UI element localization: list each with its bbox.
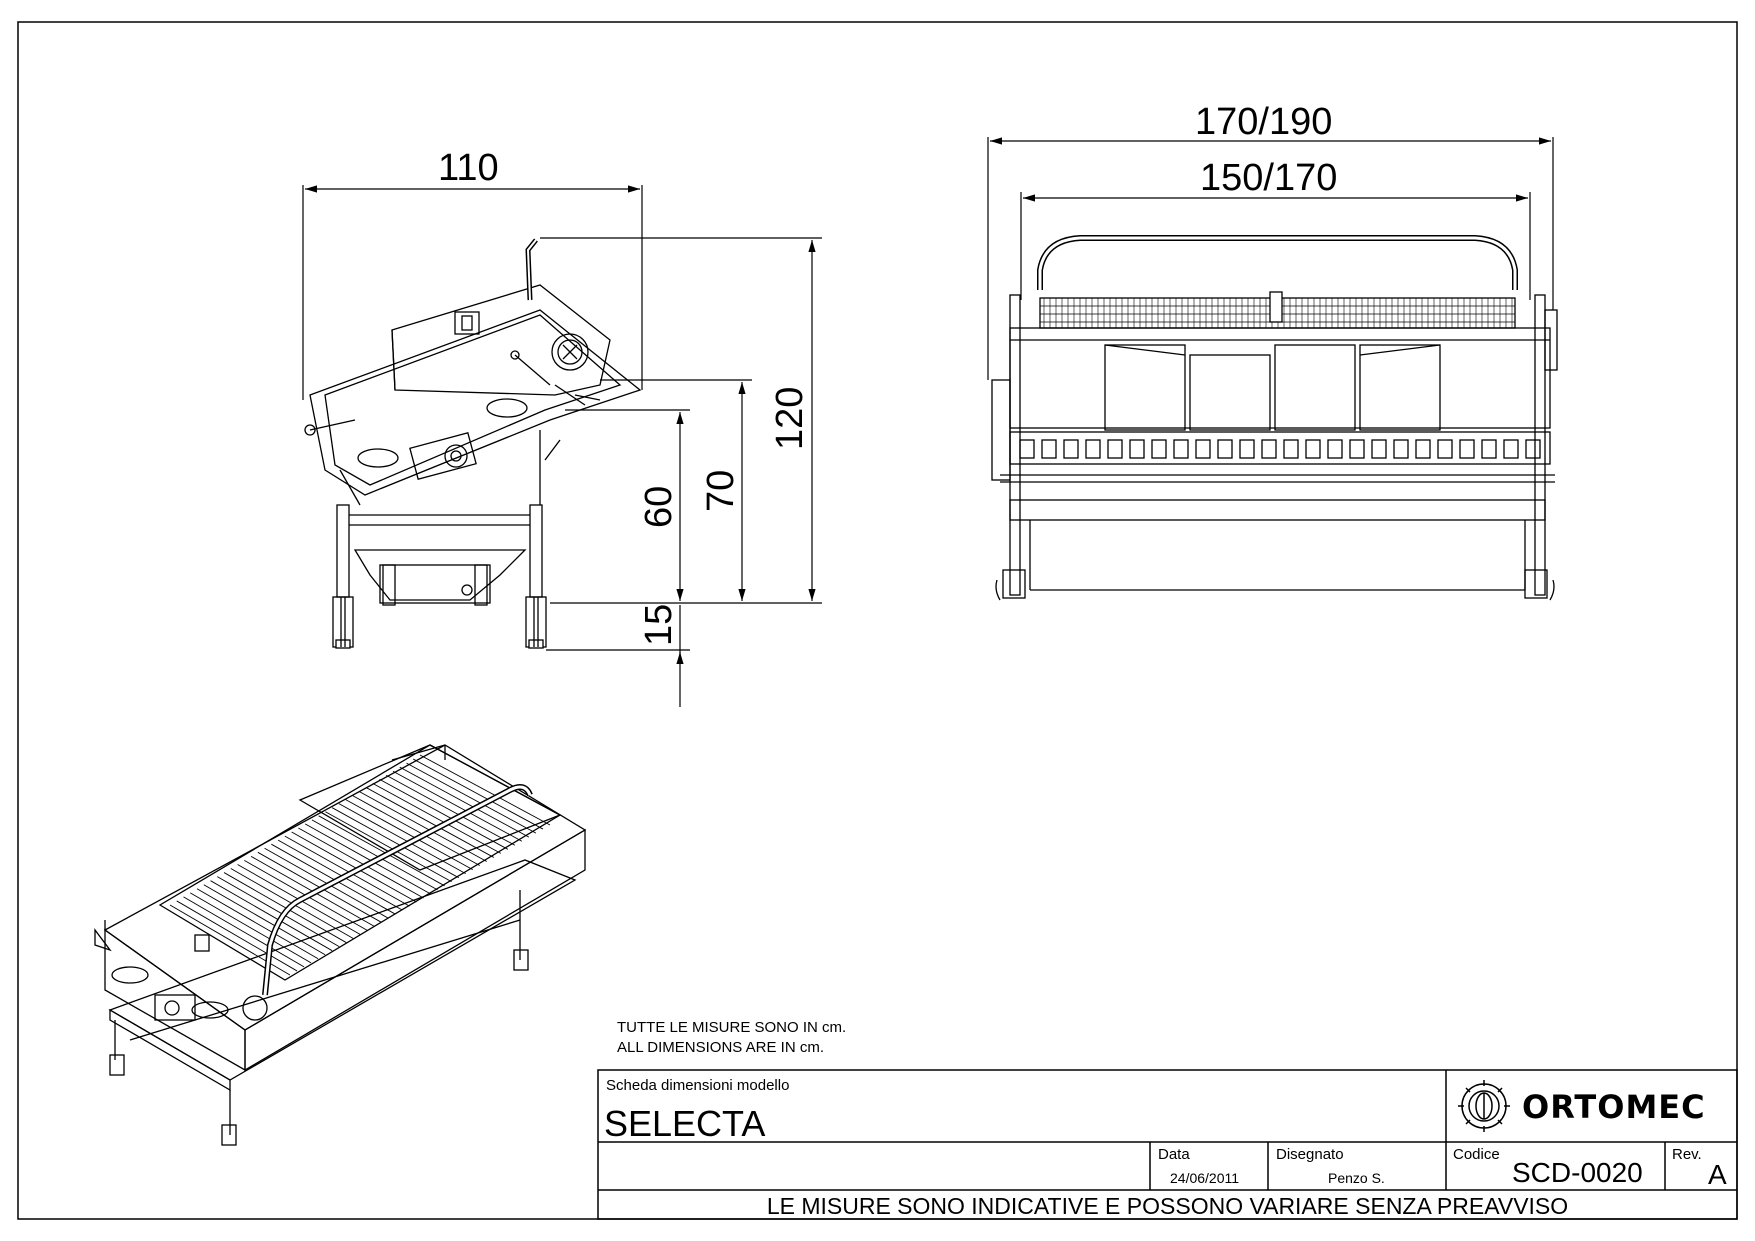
units-note: TUTTE LE MISURE SONO IN cm. ALL DIMENSIO… [617, 1018, 846, 1058]
disclaimer: LE MISURE SONO INDICATIVE E POSSONO VARI… [766, 1193, 1569, 1219]
drawn-label: Disegnato [1276, 1146, 1344, 1163]
drawn-value: Penzo S. [1328, 1170, 1385, 1186]
title-block-grid [597, 1069, 1738, 1220]
dim-120-label: 120 [769, 387, 811, 450]
dim-front-outer-label: 170/190 [1195, 101, 1332, 143]
date-value: 24/06/2011 [1170, 1170, 1240, 1186]
units-note-en: ALL DIMENSIONS ARE IN cm. [617, 1039, 824, 1056]
rev-value: A [1708, 1159, 1727, 1190]
dim-70-label: 70 [700, 470, 742, 512]
date-label: Data [1158, 1146, 1190, 1163]
brand-logo: ORTOMEC [1522, 1088, 1706, 1126]
units-note-it: TUTTE LE MISURE SONO IN cm. [617, 1019, 847, 1036]
sheet-label: Scheda dimensioni modello [606, 1077, 790, 1094]
front-dimensions [987, 137, 1554, 380]
sheet-border [17, 21, 1738, 1220]
side-view [304, 238, 642, 649]
front-view [991, 235, 1558, 601]
dim-front-inner-label: 150/170 [1200, 157, 1337, 199]
ortomec-logo-icon [1458, 1080, 1510, 1132]
rev-label: Rev. [1672, 1146, 1702, 1163]
dim-110-label: 110 [438, 147, 499, 189]
code-label: Codice [1453, 1146, 1500, 1163]
dim-15-label: 15 [638, 604, 680, 646]
model-name: SELECTA [604, 1103, 766, 1144]
isometric-view [94, 744, 587, 1146]
dim-60-label: 60 [638, 486, 680, 528]
side-dimensions [302, 185, 822, 707]
code-value: SCD-0020 [1512, 1157, 1643, 1188]
